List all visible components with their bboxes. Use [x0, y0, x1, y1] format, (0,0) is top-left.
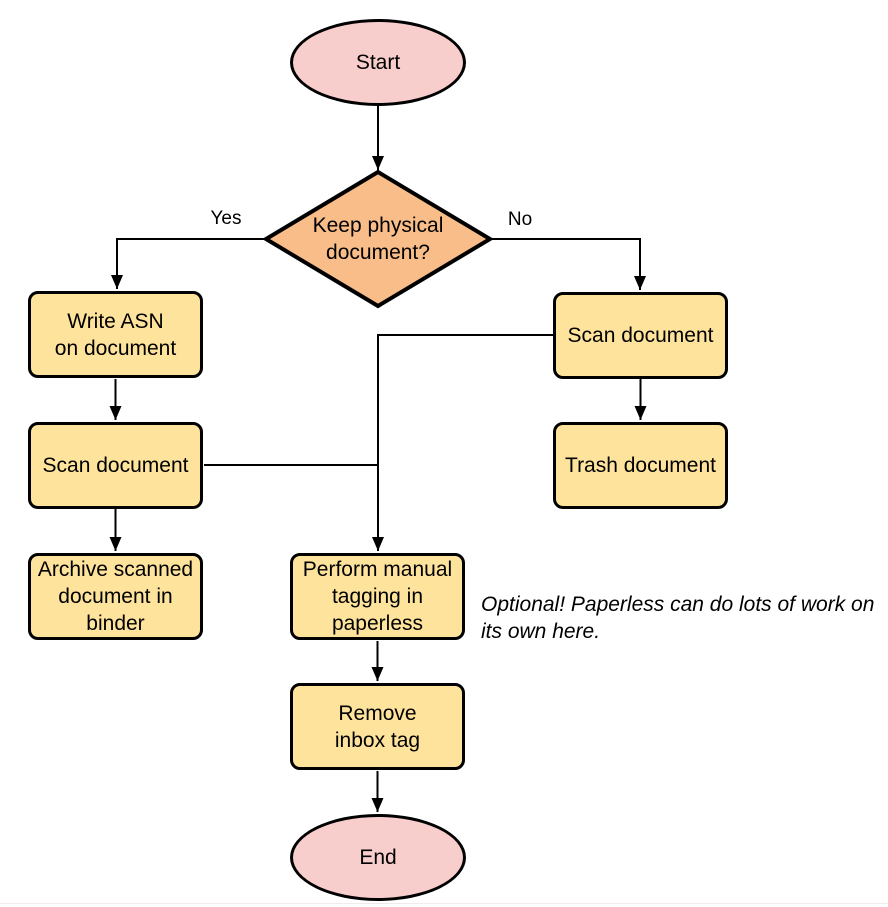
node-start: Start	[290, 19, 466, 106]
decision-diamond-shape	[262, 169, 494, 309]
node-decision-keep-physical-document: Keep physical document?	[312, 214, 444, 264]
node-write-asn-on-document: Write ASN on document	[28, 291, 203, 378]
edge-label-yes: Yes	[210, 208, 242, 229]
annotation-optional-paperless-note: Optional! Paperless can do lots of work …	[481, 593, 875, 643]
node-perform-manual-tagging-in-paperless: Perform manual tagging in paperless	[290, 553, 465, 640]
edge-scan-right-to-tagging	[372, 334, 553, 551]
node-archive-scanned-document-in-binder: Archive scanned document in binder	[28, 553, 203, 640]
node-scan-document-left: Scan document	[28, 422, 203, 509]
edge-label-no: No	[507, 209, 533, 230]
node-end: End	[290, 814, 466, 901]
edge-decision-yes-to-write-asn	[111, 238, 265, 289]
node-remove-inbox-tag: Remove inbox tag	[290, 683, 465, 770]
node-trash-document: Trash document	[553, 422, 728, 509]
page-bottom-divider	[0, 903, 888, 904]
edge-decision-no-to-scan-right	[490, 238, 646, 290]
node-scan-document-right: Scan document	[553, 292, 728, 379]
